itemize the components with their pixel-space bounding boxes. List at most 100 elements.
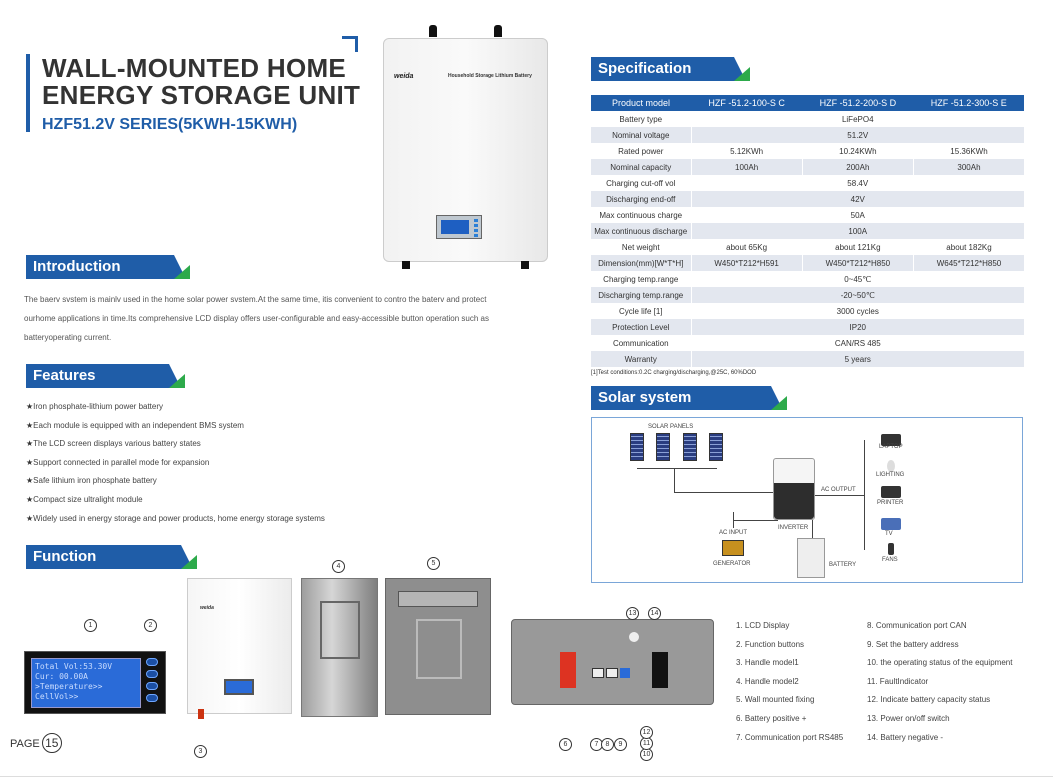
function-button [146, 682, 158, 690]
spec-row-value: 200Ah [801, 159, 914, 175]
function-list-right: 8. Communication port CAN 9. Set the bat… [867, 617, 1012, 747]
spec-row-label: Dimension(mm)[W*T*H] [591, 255, 691, 271]
spec-row-value: CAN/RS 485 [690, 335, 1024, 351]
laptop-icon [881, 434, 901, 446]
battery-lcd-panel [436, 215, 482, 239]
spec-row-value: 50A [690, 207, 1024, 223]
connection-line [637, 468, 717, 469]
spec-row: Max continuous charge 50A [591, 207, 1024, 223]
handle-model-2 [320, 601, 360, 659]
callout-4: 4 [332, 560, 345, 573]
tv-icon [881, 518, 901, 530]
spec-row-value: W645*T212*H850 [912, 255, 1024, 271]
inverter-label: INVERTER [778, 525, 809, 531]
features-heading: Features [26, 364, 185, 388]
spec-row: Battery type LiFePO4 [591, 111, 1024, 127]
function-button [146, 670, 158, 678]
spec-header-model: HZF -51.2-100-S C [691, 95, 803, 111]
specification-footnote: [1]Test conditions:0.2C charging/dischar… [591, 370, 757, 376]
connection-line [812, 520, 813, 538]
battery-front-view: weida [187, 578, 292, 719]
feature-item: Safe lithium iron phosphate battery [26, 472, 325, 491]
spec-row-label: Cycle life [1] [618, 306, 663, 316]
features-list: Iron phosphate-lithium power battery Eac… [26, 398, 325, 528]
function-list-item: 11. FaultIndicator [867, 676, 929, 686]
spec-row: Discharging temp.range-20~50℃ [591, 287, 1024, 303]
fan-icon [888, 543, 894, 555]
lighting-label: LIGHTING [876, 472, 905, 478]
tv-label: TV [885, 531, 893, 537]
function-list-item: 9. Set the battery address [867, 639, 959, 649]
spec-row-label: Battery type [619, 114, 663, 124]
solar-panel-icon [630, 433, 644, 461]
positive-terminal [560, 652, 576, 688]
spec-row-value: 3000 cycles [690, 303, 1024, 319]
battery-bottom-panel [511, 619, 714, 705]
spec-row-value: 10.24KWh [801, 143, 914, 159]
spec-row-value: 42V [690, 191, 1024, 207]
solar-panel-icon [709, 433, 723, 461]
function-list-left: 1. LCD Display 2. Function buttons 3. Ha… [736, 617, 843, 747]
spec-row-value: LiFePO4 [690, 111, 1024, 127]
page-subtitle: HZF51.2V SERIES(5KWH-15KWH) [42, 116, 298, 133]
connection-line [815, 495, 865, 496]
function-list-item: 6. Battery positive + [736, 713, 807, 723]
function-list-item: 12. Indicate battery capacity status [867, 695, 991, 705]
callout-6: 6 [559, 738, 572, 751]
feature-item: Support connected in parallel mode for e… [26, 454, 325, 473]
spec-row-value: 5 years [690, 351, 1024, 367]
front-lcd [224, 679, 254, 695]
title-line-2: ENERGY STORAGE UNIT [42, 80, 361, 110]
spec-row-label: Charging temp.range [603, 274, 679, 284]
function-list-item: 14. Battery negative - [867, 732, 944, 742]
lcd-screen: Total Vol:53.30V Cur: 00.00A >Temperatur… [31, 658, 141, 708]
connection-line [864, 440, 865, 550]
function-heading: Function description [26, 545, 197, 589]
function-list-item: 8. Communication port CAN [867, 621, 967, 630]
spec-row-label: Charging cut-off vol [606, 178, 676, 188]
introduction-text: The baerv svstem is mainlv used in the h… [24, 295, 489, 342]
spec-row-label: Warranty [591, 351, 691, 367]
spec-row-label: Protection Level [591, 319, 691, 335]
lighting-icon [887, 460, 895, 472]
generator-label: GENERATOR [713, 561, 751, 567]
feature-item: Each module is equipped with an independ… [26, 417, 325, 436]
corner-bracket-decoration [342, 36, 358, 52]
solar-diagram-frame [591, 417, 1023, 583]
solar-panels-label: SOLAR PANELS [648, 424, 694, 430]
spec-row-value: 58.4V [690, 175, 1024, 191]
spec-row-value: 100A [690, 223, 1024, 239]
specification-heading: Specification [591, 57, 750, 81]
generator-icon [722, 540, 744, 556]
callout-13: 13 [626, 607, 639, 620]
spec-header-model: HZF -51.2-200-S D [802, 95, 914, 111]
footer-divider [0, 776, 1053, 777]
function-list-item: 13. Power on/off switch [867, 713, 950, 723]
feature-item: The LCD screen displays various battery … [26, 435, 325, 454]
spec-row-value: 15.36KWh [912, 143, 1024, 159]
spec-row-value: 0~45℃ [690, 271, 1024, 287]
spec-row: Charging cut-off vol 58.4V [591, 175, 1024, 191]
feature-item: Iron phosphate-lithium power battery [26, 398, 325, 417]
spec-row-label: Rated power [618, 146, 664, 156]
printer-icon [881, 486, 901, 498]
spec-header-label: Product model [591, 95, 691, 111]
callout-12: 12 [640, 726, 653, 739]
mount-hole-left [429, 25, 437, 37]
callout-9: 9 [614, 738, 627, 751]
battery-icon [797, 538, 825, 578]
introduction-heading: Introduction [26, 255, 190, 279]
spec-row-label: Net weight [621, 242, 660, 252]
spec-row-label: Discharging temp.range [591, 287, 691, 303]
spec-row-label: Max continuous charge [599, 210, 683, 220]
negative-terminal [652, 652, 668, 688]
spec-row-label: Communication [612, 338, 669, 348]
spec-row-value: about 182Kg [912, 239, 1024, 255]
function-button [146, 658, 158, 666]
printer-label: PRINTER [877, 500, 904, 506]
